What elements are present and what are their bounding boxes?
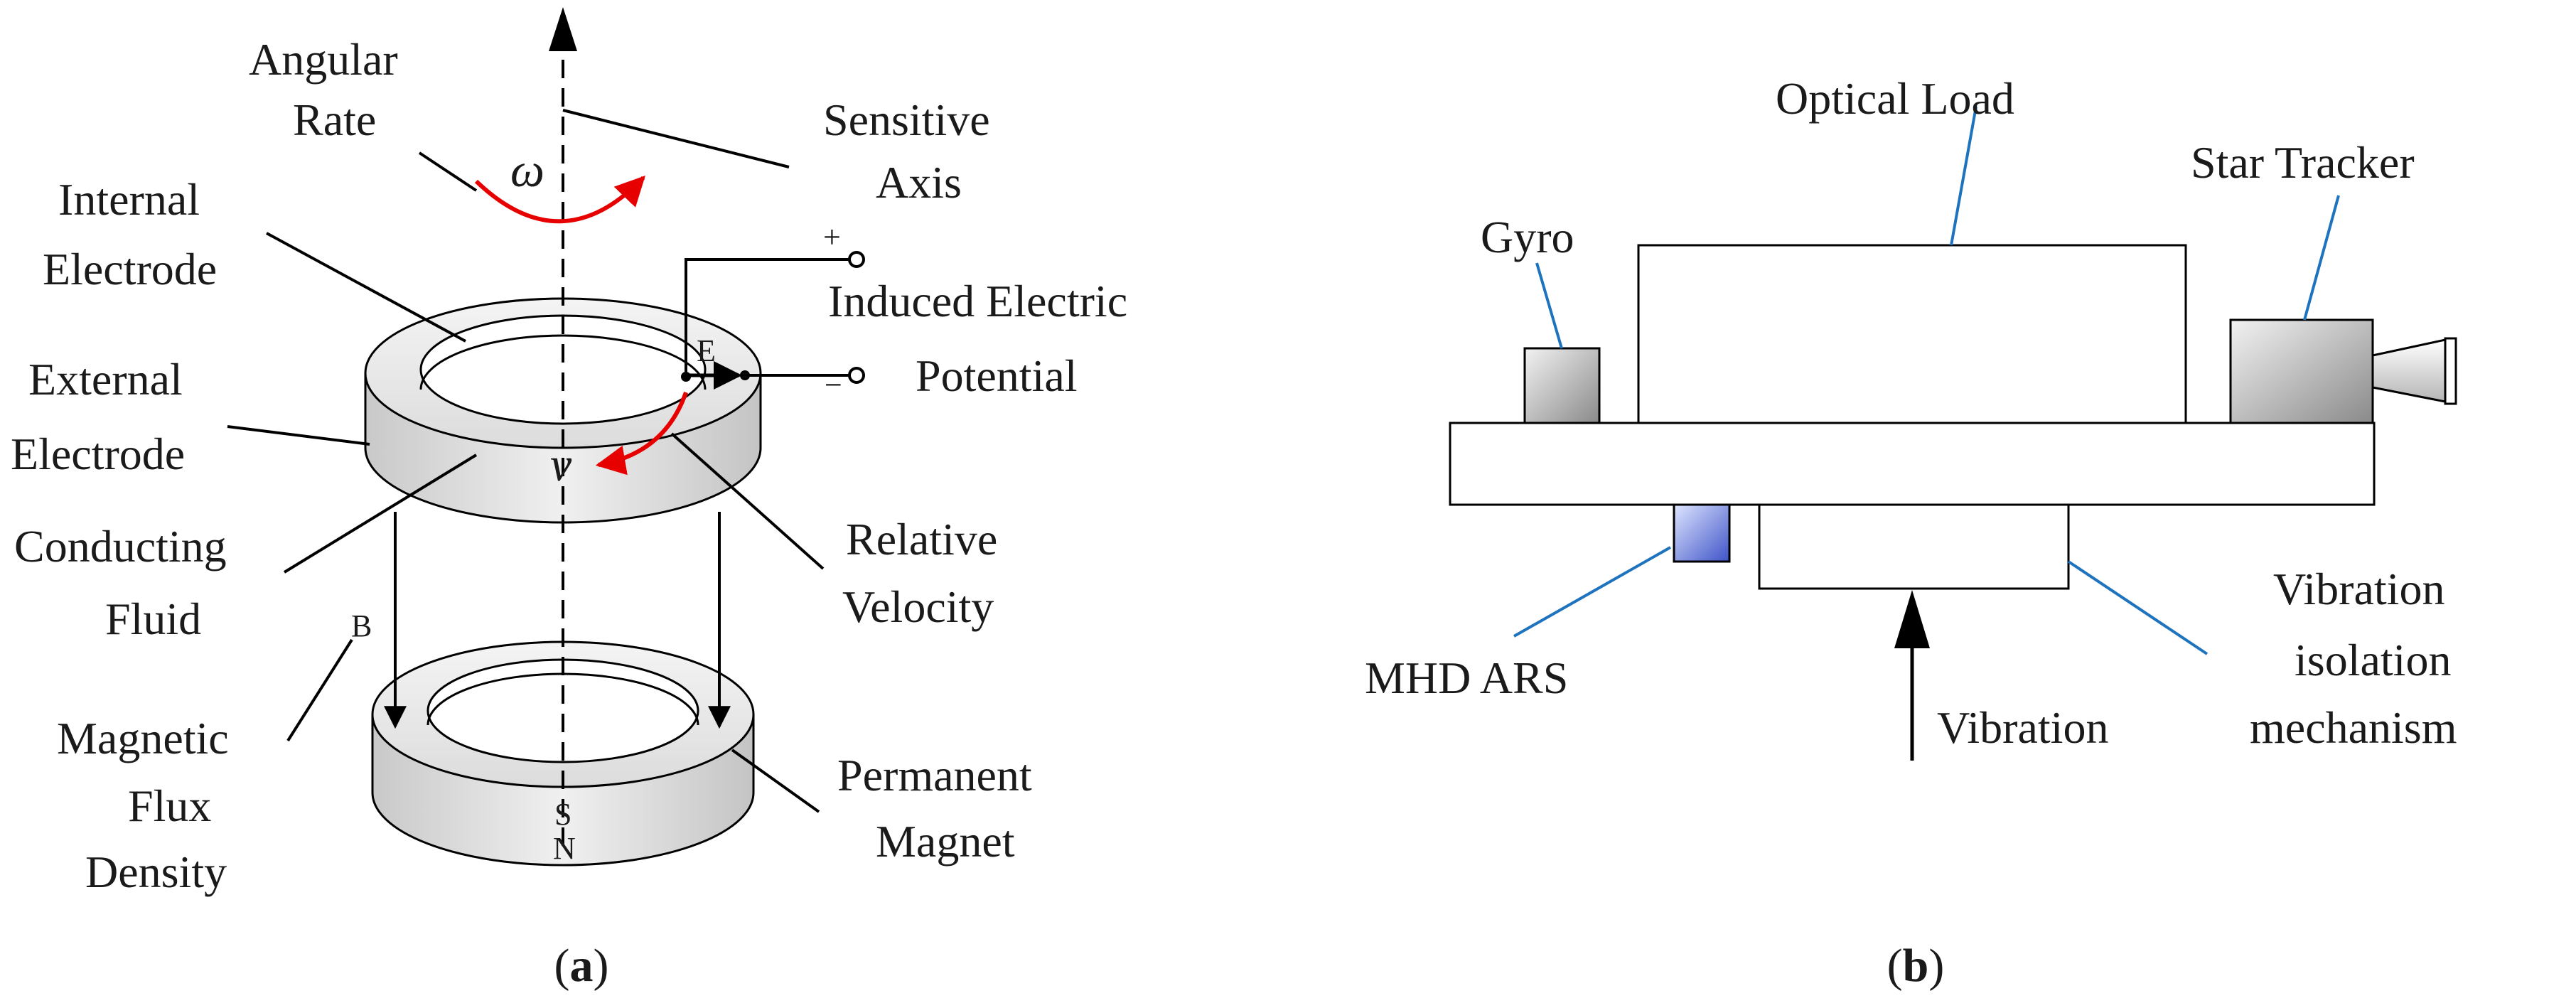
potential-circuit xyxy=(681,251,865,390)
magnetic-flux-label-1: Magnetic xyxy=(57,713,229,763)
vibration-isolation-box xyxy=(1758,503,2070,590)
internal-electrode-label-2: Electrode xyxy=(43,244,217,294)
sensitive-axis-label-2: Axis xyxy=(876,157,962,208)
conducting-fluid-label-1: Conducting xyxy=(14,521,227,572)
panel-b: Optical Load Star Tracker Gyro MHD ARS V… xyxy=(1365,73,2457,992)
magnetic-flux-label-3: Density xyxy=(85,847,227,897)
velocity-symbol: v xyxy=(550,437,572,491)
angular-rate-label-2: Rate xyxy=(293,95,376,145)
conducting-fluid-label-2: Fluid xyxy=(105,594,201,644)
north-pole-label: N xyxy=(553,831,576,866)
sensitive-axis-label-1: Sensitive xyxy=(823,95,990,145)
star-tracker-lens xyxy=(2371,338,2447,403)
star-tracker-box xyxy=(2229,318,2374,424)
vibration-label: Vibration xyxy=(1937,702,2108,753)
vibration-arrowhead xyxy=(1894,590,1930,648)
magnetic-flux-label-2: Flux xyxy=(128,781,211,831)
star-tracker-lens-rim xyxy=(2444,337,2457,405)
vibration-isolation-label-3: mechanism xyxy=(2250,702,2457,753)
south-pole-label: S xyxy=(554,797,571,832)
vibration-isolation-label-2: isolation xyxy=(2295,635,2451,685)
caption-b: (b) xyxy=(1887,940,1945,992)
mhd-ars-box xyxy=(1673,503,1731,563)
optical-load-box xyxy=(1637,244,2187,424)
axis-arrowhead xyxy=(549,7,577,51)
star-tracker-label: Star Tracker xyxy=(2191,137,2415,188)
caption-a: (a) xyxy=(554,940,609,992)
platform-plate xyxy=(1449,422,2376,506)
relative-velocity-arrow xyxy=(595,392,688,476)
induced-potential-label-1: Induced Electric xyxy=(828,276,1127,326)
flux-symbol: B xyxy=(351,608,372,643)
optical-load-label: Optical Load xyxy=(1776,73,2014,124)
external-electrode-label-1: External xyxy=(28,354,183,404)
vibration-isolation-label-1: Vibration xyxy=(2273,564,2444,614)
relative-velocity-label-1: Relative xyxy=(846,514,997,564)
external-electrode-label-2: Electrode xyxy=(11,429,185,479)
internal-electrode-label-1: Internal xyxy=(58,174,200,225)
gyro-box xyxy=(1523,347,1601,424)
plus-terminal: + xyxy=(823,220,841,254)
angular-rate-arrow xyxy=(474,175,645,224)
panel-a: ω v E + − B S N xyxy=(11,7,1127,992)
leader-lines-b xyxy=(1513,106,2340,655)
permanent-magnet-label-2: Magnet xyxy=(876,816,1015,867)
minus-terminal: − xyxy=(825,368,842,402)
permanent-magnet-label-1: Permanent xyxy=(837,750,1032,800)
leader-lines-a xyxy=(227,109,825,813)
gyro-label: Gyro xyxy=(1481,212,1574,262)
relative-velocity-label-2: Velocity xyxy=(842,581,994,632)
electric-field-symbol: E xyxy=(697,333,716,368)
induced-potential-label-2: Potential xyxy=(916,350,1078,401)
angular-rate-label-1: Angular xyxy=(249,34,398,85)
omega-symbol: ω xyxy=(510,143,544,197)
mhd-ars-label: MHD ARS xyxy=(1365,653,1568,703)
